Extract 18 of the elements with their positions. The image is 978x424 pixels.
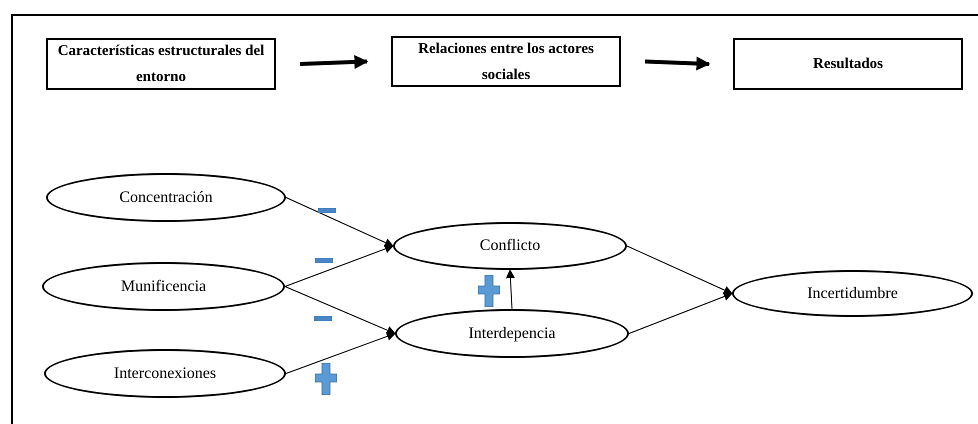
concept-ellipse: Conflicto <box>393 222 627 270</box>
concept-ellipse: Interconexiones <box>44 349 286 398</box>
arrow <box>644 56 710 70</box>
concept-ellipse: Munificencia <box>42 262 285 311</box>
arrow <box>284 244 394 287</box>
arrow <box>284 286 396 334</box>
arrow <box>506 269 515 310</box>
concept-ellipse: Interdepencia <box>395 309 629 358</box>
stage-box: Relaciones entre los actores sociales <box>391 36 621 87</box>
arrow <box>628 292 733 334</box>
stage-box: Características estructurales del entorno <box>46 38 276 90</box>
stage-box: Resultados <box>733 38 963 90</box>
concept-ellipse: Concentración <box>46 173 286 222</box>
arrow <box>286 332 396 374</box>
arrow <box>286 197 394 247</box>
arrow <box>300 54 368 69</box>
concept-ellipse: Incertidumbre <box>732 270 973 317</box>
arrow <box>626 246 733 294</box>
